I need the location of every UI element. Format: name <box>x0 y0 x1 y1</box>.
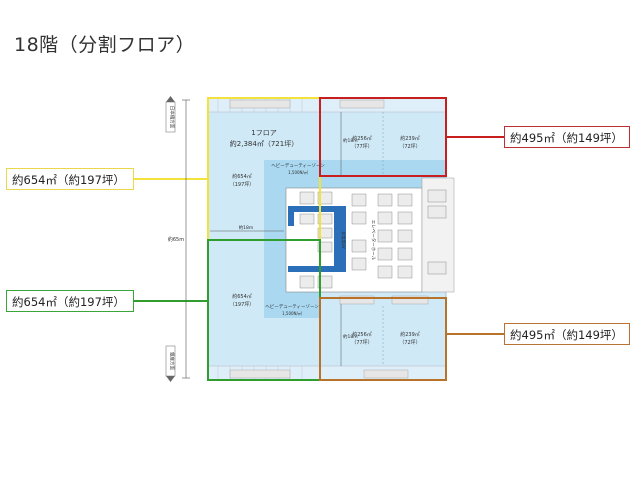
heavy-zone-lower-sub: 1,500N/㎡ <box>282 310 302 316</box>
dim-18m-bot: 約18m <box>343 333 358 340</box>
bottom-side-label: 銀座方面 <box>169 352 176 370</box>
page-title: 18階（分割フロア） <box>14 34 196 56</box>
right-bot-a-area: 約256㎡ <box>352 331 372 338</box>
dim-18m-top: 約18m <box>343 137 358 144</box>
left-lower-area: 約654㎡ <box>232 293 252 300</box>
callout-orange: 約495㎡（約149坪） <box>504 323 630 345</box>
outline-red <box>319 97 447 177</box>
left-upper-area: 約654㎡ <box>232 173 252 180</box>
left-lower-tsubo: （197坪） <box>230 301 255 308</box>
top-side-label: 日本橋方面 <box>169 106 176 129</box>
core-label: 非常用EV <box>341 231 347 249</box>
callout-red: 約495㎡（約149坪） <box>504 126 630 148</box>
right-top-b-tsubo: （72坪） <box>399 143 420 150</box>
heavy-zone-lower <box>264 290 320 318</box>
right-top-a-tsubo: （77坪） <box>351 143 372 150</box>
core-blue-bottom <box>288 266 346 272</box>
right-bot-a-tsubo: （77坪） <box>351 339 372 346</box>
heavy-zone-lower-label: ヘビーデューティーゾーン <box>265 303 319 310</box>
whole-floor-area: 約2,384㎡（721坪） <box>230 139 298 148</box>
right-top-a-area: 約256㎡ <box>352 135 372 142</box>
core-blue-top <box>288 206 346 212</box>
heavy-zone-upper-sub: 1,500N/㎡ <box>288 169 308 175</box>
right-bot-b-area: 約239㎡ <box>400 331 420 338</box>
right-top-b-area: 約239㎡ <box>400 135 420 142</box>
dim-65m: 約65m <box>168 236 184 243</box>
core-blue-side <box>334 206 346 272</box>
elevator-hall-label: エレベーターホール <box>370 220 377 261</box>
dim-18m-mid: 約18m <box>239 224 254 231</box>
left-upper-tsubo: （197坪） <box>230 181 255 188</box>
whole-floor-label: 1フロア <box>251 129 276 137</box>
heavy-zone-upper-label: ヘビーデューティーゾーン <box>271 162 325 169</box>
callout-green: 約654㎡（約197坪） <box>6 290 134 312</box>
outline-orange <box>319 297 447 381</box>
right-bot-b-tsubo: （72坪） <box>399 339 420 346</box>
callout-yellow: 約654㎡（約197坪） <box>6 168 134 190</box>
